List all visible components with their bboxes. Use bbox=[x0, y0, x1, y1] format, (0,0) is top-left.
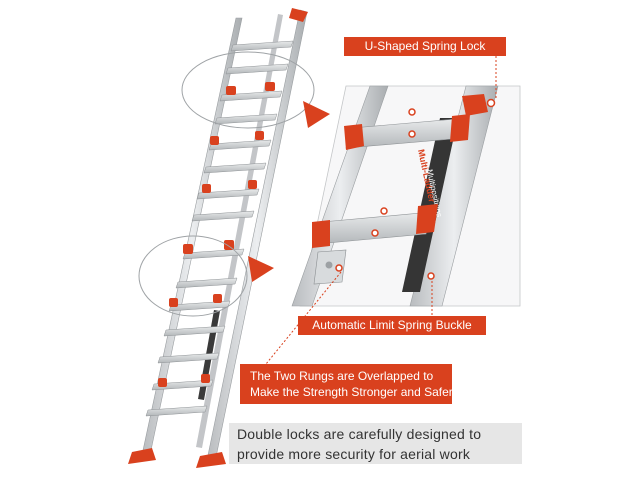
zoom-circle-upper bbox=[181, 51, 315, 129]
callout-rungs-line-1: The Two Rungs are Overlapped to bbox=[250, 369, 434, 383]
ladder-rungs bbox=[145, 40, 294, 417]
full-ladder bbox=[128, 8, 315, 468]
footer-note-line-2: provide more security for aerial work bbox=[237, 446, 471, 462]
callout-rungs-line-2: Make the Strength Stronger and Safer bbox=[250, 385, 453, 399]
zoom-arrow-upper bbox=[303, 101, 330, 128]
ladder-joint-brackets bbox=[158, 82, 275, 387]
ladder-left-foot bbox=[128, 448, 156, 464]
detail-marker-dots bbox=[335, 98, 496, 280]
footer-note: Double locks are carefully designed to p… bbox=[229, 423, 522, 464]
callout-automatic-limit-spring-buckle: Automatic Limit Spring Buckle bbox=[298, 316, 486, 335]
detail-lock-brackets bbox=[312, 94, 488, 248]
footer-note-line-1: Double locks are carefully designed to bbox=[237, 426, 482, 442]
callout-overlapped-rungs: The Two Rungs are Overlapped to Make the… bbox=[240, 364, 453, 404]
spring-buckle-rivet bbox=[325, 261, 333, 269]
leader-lines bbox=[265, 56, 497, 365]
ladder-right-foot bbox=[196, 452, 226, 468]
callout-u-shaped-spring-lock: U-Shaped Spring Lock bbox=[344, 37, 506, 56]
zoom-circle-lower bbox=[138, 235, 248, 317]
ladder-inner-rail bbox=[196, 14, 283, 448]
zoom-arrow-lower bbox=[248, 256, 274, 282]
ladder-top-cap bbox=[289, 8, 308, 22]
detail-panel: Multi-Ladder Multipositions bbox=[291, 85, 521, 307]
